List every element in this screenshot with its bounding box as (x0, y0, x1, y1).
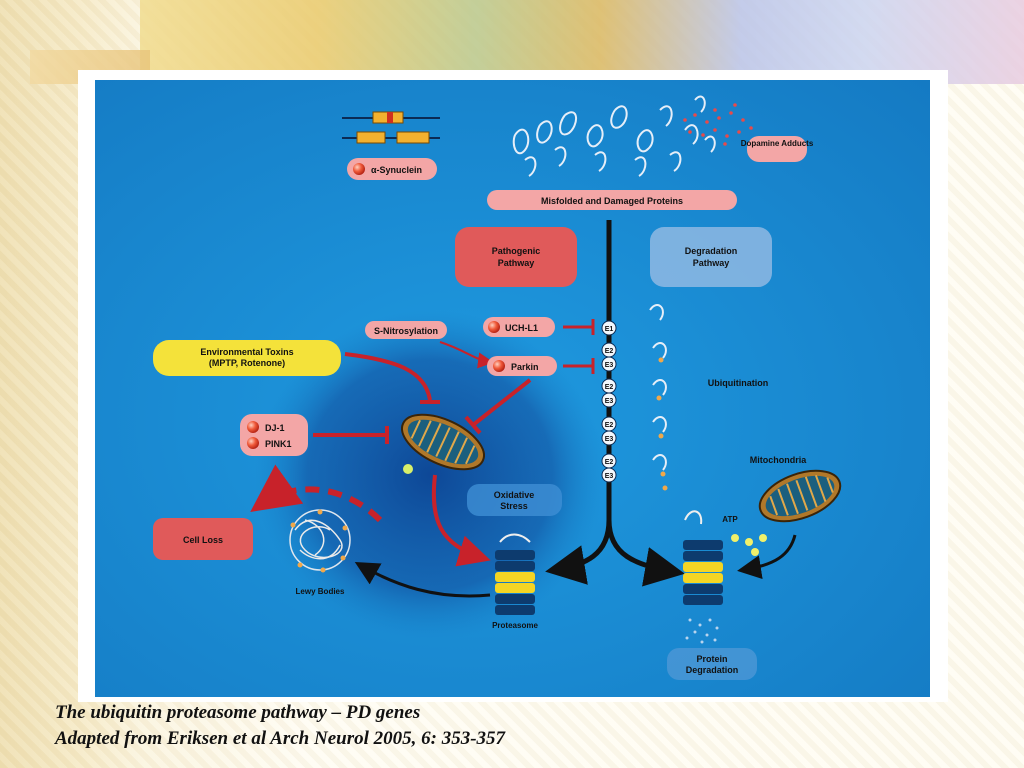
enzyme-label: E3 (605, 473, 614, 480)
degradation-pathway-box: Degradation Pathway (650, 227, 772, 287)
atp-dots (731, 534, 767, 556)
lewy-bodies-dots (290, 509, 348, 573)
dopamine-adducts-label: Dopamine Adducts (741, 139, 814, 148)
atp-label: ATP (722, 515, 738, 524)
enzyme-label: E2 (605, 459, 614, 466)
enzyme-label: E2 (605, 348, 614, 355)
environmental-toxins-line1: Environmental Toxins (200, 347, 293, 357)
uch-l1-label: UCH-L1 (505, 323, 538, 333)
enzyme-label: E3 (605, 436, 614, 443)
proteasome-degradation (683, 510, 723, 605)
environmental-toxins-line2: (MPTP, Rotenone) (209, 358, 285, 368)
environmental-toxins-box: Environmental Toxins (MPTP, Rotenone) (153, 340, 341, 376)
mitochondrion-healthy (758, 469, 842, 523)
enzyme-label: E2 (605, 384, 614, 391)
enzyme-label: E3 (605, 362, 614, 369)
enzyme-marker (601, 320, 617, 336)
misfolded-proteins-box: Misfolded and Damaged Proteins (487, 190, 737, 210)
pink1-label: PINK1 (265, 439, 292, 449)
alpha-synuclein-label-box: α-Synuclein (347, 158, 437, 180)
dj1-inhibit (313, 426, 389, 444)
misfolded-proteins-cluster (512, 95, 716, 177)
figure-caption-title: The ubiquitin proteasome pathway – PD ge… (55, 702, 421, 723)
ubiquitin-dots (656, 357, 668, 491)
enzyme-label: E1 (605, 326, 614, 333)
atp-arrow (737, 534, 797, 580)
enzyme-marker (601, 467, 617, 483)
protein-degradation-box: Protein Degradation (667, 648, 757, 680)
cell-loss-box: Cell Loss (153, 518, 253, 560)
protein-degradation-line1: Protein (696, 654, 727, 664)
enzyme-marker (601, 392, 617, 408)
degradation-pathway-line1: Degradation (685, 246, 738, 256)
mito-to-proteasome-arrow (431, 474, 491, 567)
parkin-inhibit (563, 358, 595, 374)
nitrosylation-arrow (439, 341, 494, 369)
enzyme-marker (601, 430, 617, 446)
lewy-bodies-label: Lewy Bodies (296, 587, 345, 596)
proteasome-pathogenic (495, 533, 535, 615)
degradation-pathway-line2: Pathway (693, 258, 730, 268)
oxidative-stress-line1: Oxidative (494, 490, 535, 500)
oxidative-stress-line2: Stress (500, 501, 528, 511)
alpha-synuclein-gene (342, 111, 440, 144)
pathogenic-pathway-line1: Pathogenic (492, 246, 541, 256)
proteasome-label: Proteasome (492, 621, 538, 630)
oxidative-stress-box: Oxidative Stress (467, 484, 562, 516)
s-nitrosylation-box: S-Nitrosylation (365, 321, 447, 339)
lewy-bodies-cluster (289, 509, 351, 571)
parkin-mito-inhibit (464, 378, 532, 435)
protein-degradation-line2: Degradation (686, 665, 739, 675)
enzyme-label: E3 (605, 398, 614, 405)
ros-dot (403, 464, 413, 474)
enzyme-label: E2 (605, 422, 614, 429)
uch-l1-inhibit (563, 319, 595, 335)
dopamine-dots (683, 103, 753, 146)
figure-caption-citation: Adapted from Eriksen et al Arch Neurol 2… (55, 728, 506, 749)
pathway-figure: α-Synuclein Dopamine Adducts Misfolded a… (95, 80, 930, 697)
dopamine-adducts-box: Dopamine Adducts (741, 136, 814, 162)
mitochondria-label: Mitochondria (750, 455, 807, 465)
dj1-pink1-box: DJ-1 PINK1 (240, 414, 308, 456)
alpha-synuclein-label: α-Synuclein (371, 165, 422, 175)
ubiquitination-label: Ubiquitination (708, 378, 769, 388)
mitochondrion-pathogenic (401, 413, 485, 471)
enzyme-marker (601, 356, 617, 372)
parkin-box: Parkin (487, 356, 557, 376)
parkin-label: Parkin (511, 362, 539, 372)
dj1-label: DJ-1 (265, 423, 285, 433)
cell-loss-dashed-arrow (250, 464, 383, 523)
peptide-fragments (685, 618, 719, 644)
pathogenic-pathway-line2: Pathway (498, 258, 535, 268)
misfolded-proteins-label: Misfolded and Damaged Proteins (541, 196, 683, 206)
pathogenic-pathway-box: Pathogenic Pathway (455, 227, 577, 287)
cell-loss-label: Cell Loss (183, 535, 223, 545)
proteasome-to-lewy-arrow (354, 562, 491, 598)
s-nitrosylation-label: S-Nitrosylation (374, 326, 438, 336)
ubiquitin-chain (649, 304, 667, 471)
uch-l1-box: UCH-L1 (483, 317, 555, 337)
toxins-inhibit (344, 352, 440, 404)
